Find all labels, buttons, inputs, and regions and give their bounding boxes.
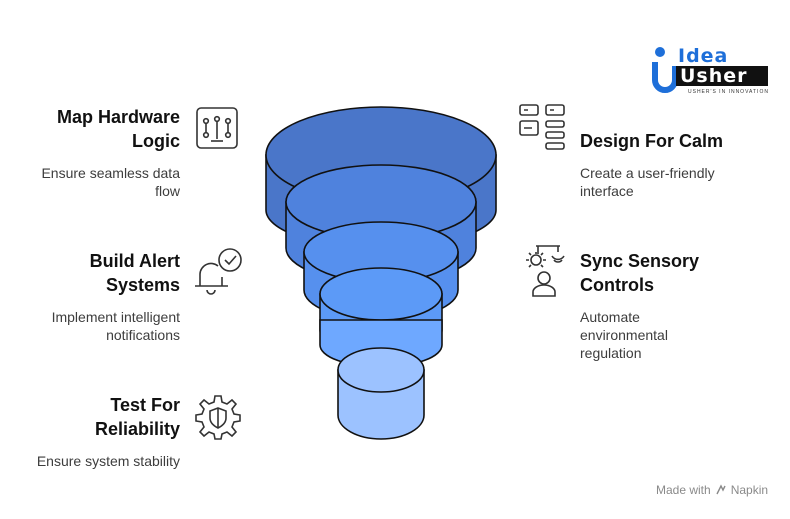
step-desc-line: Automate: [580, 309, 640, 325]
step-sync-sensory-desc: Automate environmental regulation: [580, 308, 668, 362]
napkin-logo-icon: [716, 484, 726, 495]
step-title-line: Controls: [580, 275, 654, 295]
logo-banner: [676, 66, 768, 86]
step-build-alert-desc: Implement intelligent notifications: [52, 308, 180, 344]
step-desc-line: environmental: [580, 327, 668, 343]
step-desc-line: interface: [580, 183, 634, 199]
step-build-alert-title: Build Alert Systems: [90, 249, 180, 297]
step-title-line: Map Hardware: [56, 107, 180, 127]
logo-word-idea: Idea: [678, 45, 729, 67]
step-desc-line: regulation: [580, 345, 642, 361]
layout-wireframe-icon: [519, 104, 565, 150]
logo-tagline: USHER'S IN INNOVATION: [688, 89, 769, 95]
step-test-reliability-title: Test For Reliability: [95, 393, 180, 441]
step-desc-line: Create a user-friendly: [580, 165, 715, 181]
made-with-napkin: Made with Napkin: [656, 483, 768, 497]
brand-logo-mark: [652, 47, 678, 93]
step-desc-line: flow: [155, 183, 180, 199]
step-map-hardware-title: Map Hardware Logic: [57, 105, 180, 153]
bell-check-icon: [195, 248, 242, 295]
step-design-calm-desc: Create a user-friendly interface: [580, 164, 715, 200]
step-title-line: Build Alert: [89, 251, 180, 271]
step-title-line: Systems: [105, 275, 180, 295]
step-title-line: Reliability: [94, 419, 180, 439]
step-desc-line: Implement intelligent: [51, 309, 180, 325]
step-desc-line: Ensure seamless data: [41, 165, 180, 181]
step-design-calm-title: Design For Calm: [580, 131, 724, 151]
step-desc-line: notifications: [106, 327, 180, 343]
funnel-tier-4-top: [319, 267, 443, 321]
logo-word-usher: Usher: [680, 65, 748, 87]
step-test-reliability-desc: Ensure system stability: [37, 452, 180, 470]
sensor-user-icon: [526, 245, 565, 297]
funnel-tier-6-top: [337, 347, 425, 393]
circuit-chip-icon: [196, 107, 238, 149]
napkin-label: Napkin: [730, 483, 769, 497]
brand-logo: Idea Usher USHER'S IN INNOVATION: [648, 44, 770, 98]
step-sync-sensory-title: Sync Sensory Controls: [580, 249, 699, 297]
step-title-line: Test For: [110, 395, 180, 415]
step-title-line: Sync Sensory: [580, 251, 700, 271]
step-map-hardware-desc: Ensure seamless data flow: [41, 164, 180, 200]
made-with-label: Made with: [656, 483, 711, 497]
step-title-line: Logic: [132, 131, 180, 151]
step-desc-line: Ensure system stability: [36, 453, 180, 469]
shield-gear-icon: [195, 395, 241, 440]
